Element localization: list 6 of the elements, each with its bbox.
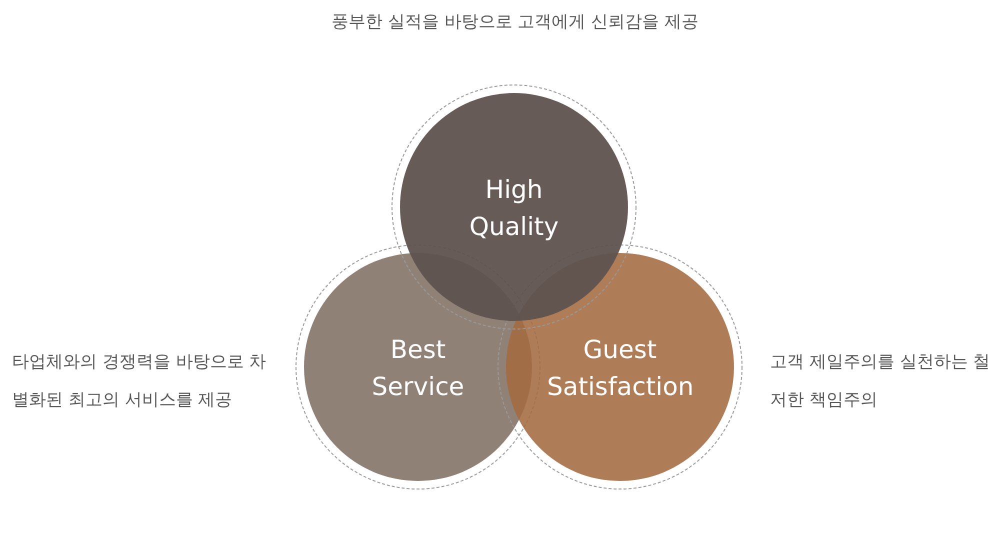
description-text: 풍부한 실적을 바탕으로 고객에게 신뢰감을 제공 <box>330 11 700 34</box>
description-text: 고객 제일주의를 실천하는 철저한 책임주의 <box>770 351 992 412</box>
circle-label: High Quality <box>468 174 560 243</box>
circle-label: Guest Satisfaction <box>546 334 695 403</box>
description-text: 타업체와의 경쟁력을 바탕으로 차별화된 최고의 서비스를 제공 <box>12 351 268 412</box>
circle-label: Best Service <box>370 334 466 403</box>
